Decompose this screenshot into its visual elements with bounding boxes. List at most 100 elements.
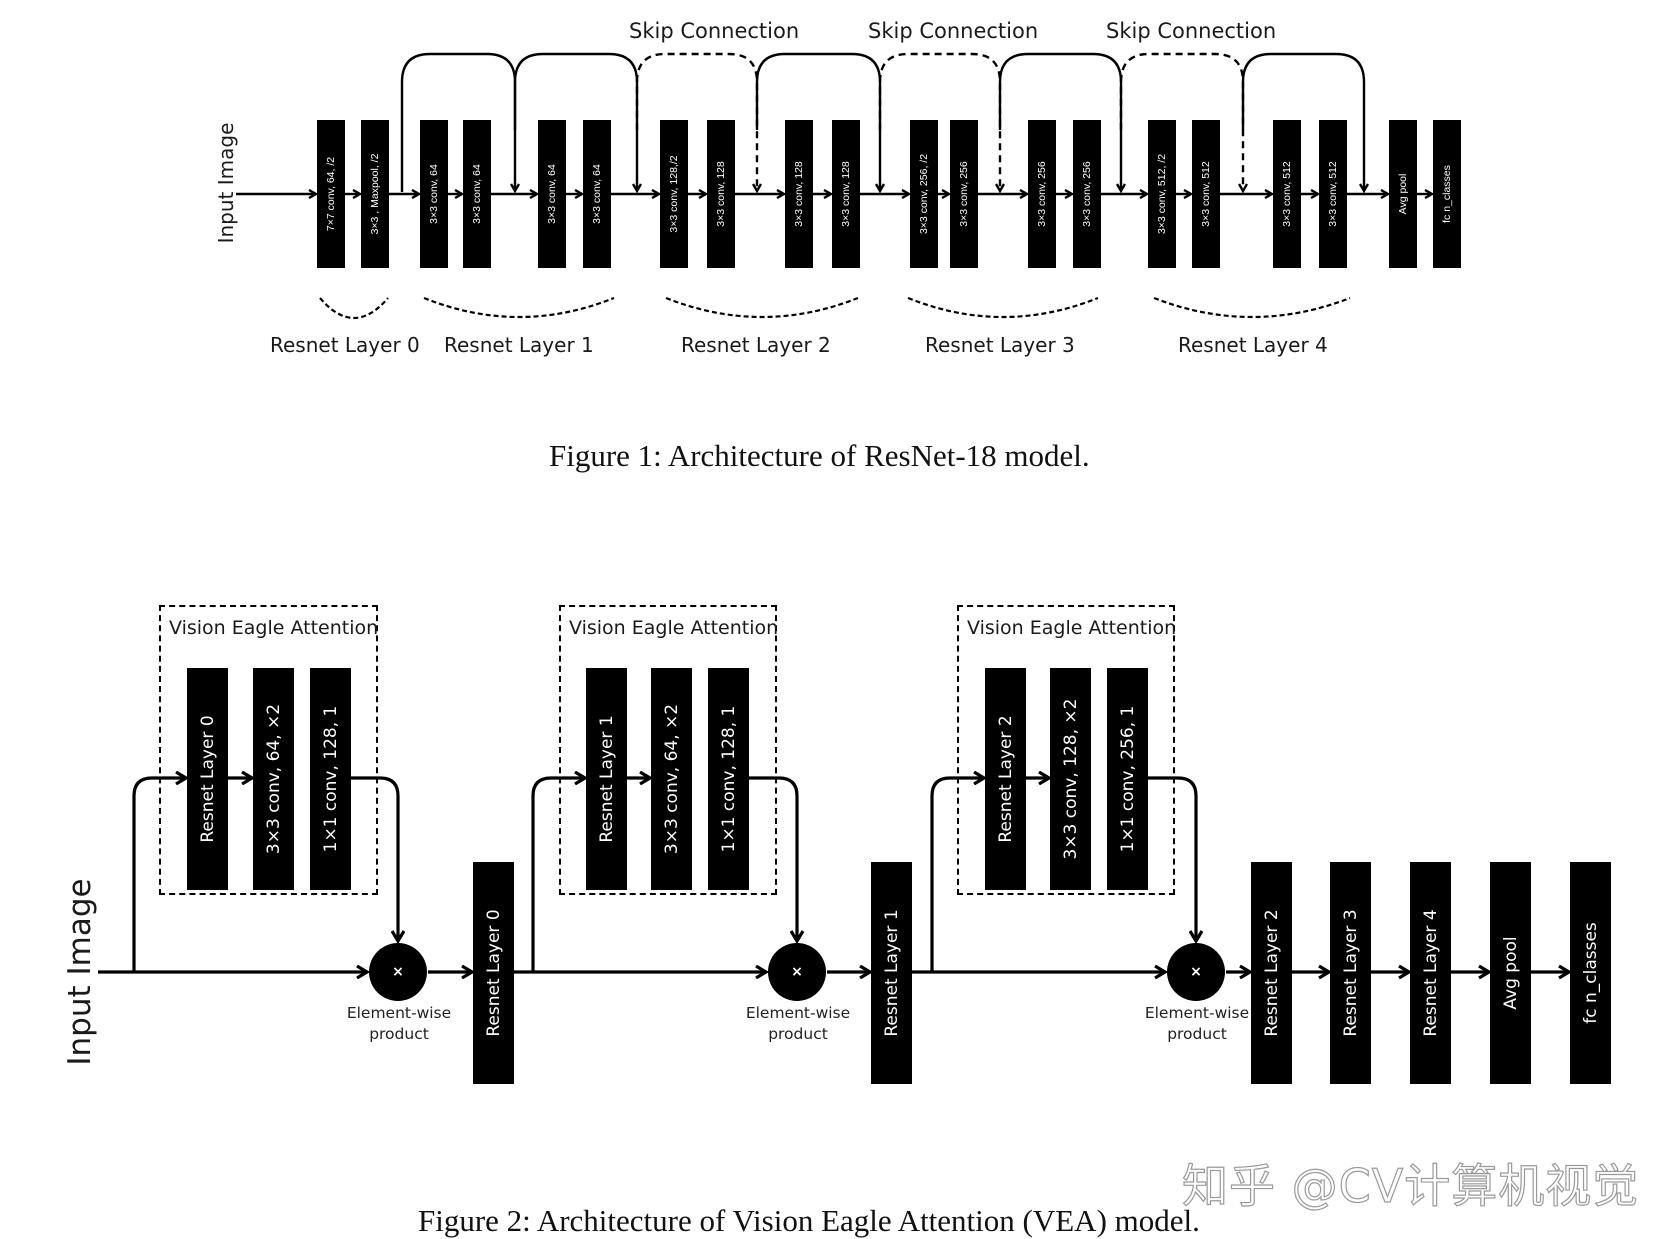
resnet18-block: 3×3 conv, 128 (785, 120, 813, 268)
block-label: 3×3 conv, 128 (793, 161, 805, 227)
block-label: 3×3 conv, 64, ×2 (263, 703, 284, 855)
skip-connection-arc (878, 52, 1000, 191)
vea-block: Resnet Layer 0 (187, 668, 228, 890)
block-label: Resnet Layer 4 (1420, 909, 1441, 1037)
resnet18-block: 3×3 conv, 512, /2 (1148, 120, 1176, 268)
multiply-icon: × (392, 964, 404, 980)
layer-group-bracket (423, 296, 615, 319)
block-label: Resnet Layer 0 (483, 909, 504, 1037)
block-label: 3×3 conv, 64, ×2 (661, 703, 682, 855)
resnet18-block: 7×7 conv, 64, /2 (317, 120, 345, 268)
resnet18-block: 3×3 conv, 256 (950, 120, 978, 268)
resnet-layer-2-label: Resnet Layer 2 (681, 333, 831, 357)
block-label: 3×3 conv, 512, /2 (1156, 153, 1168, 235)
block-label: Resnet Layer 2 (995, 715, 1016, 843)
skip-connection-arc (513, 52, 637, 191)
vea-block: 1×1 conv, 128, 1 (310, 668, 351, 890)
layer-group-bracket (907, 296, 1099, 319)
layer-group-bracket (319, 297, 389, 320)
tail-block: fc n_classes (1570, 862, 1611, 1084)
resnet-layer-1-label: Resnet Layer 1 (444, 333, 594, 357)
block-label: Avg pool (1500, 936, 1521, 1010)
resnet18-block: 3×3 conv, 512 (1273, 120, 1301, 268)
vea-block: 3×3 conv, 64, ×2 (651, 668, 692, 890)
skip-connection-arc (755, 52, 880, 191)
skip-connection-arc (635, 52, 757, 191)
tail-block: Resnet Layer 4 (1410, 862, 1451, 1084)
resnet18-block: 3×3 conv, 128,/2 (660, 120, 688, 268)
figure-2-caption: Figure 2: Architecture of Vision Eagle A… (418, 1203, 1200, 1238)
resnet18-block: 3×3 conv, 64 (538, 120, 566, 268)
resnet-layer-3-label: Resnet Layer 3 (925, 333, 1075, 357)
block-label: 3×3 conv, 512 (1200, 161, 1212, 227)
element-wise-product-label: Element-wise product (718, 1003, 878, 1045)
multiply-icon: × (791, 964, 803, 980)
vea-module-title: Vision Eagle Attention (569, 617, 779, 639)
block-label: 3×3 , Maxpool, /2 (369, 153, 381, 235)
watermark: 知乎 @CV计算机视觉 (1181, 1158, 1640, 1213)
block-label: Resnet Layer 3 (1340, 909, 1361, 1037)
resnet18-block: 3×3 conv, 64 (583, 120, 611, 268)
block-label: 3×3 conv, 64 (546, 164, 558, 224)
vea-block: Resnet Layer 1 (586, 668, 627, 890)
vea-block: 3×3 conv, 64, ×2 (253, 668, 294, 890)
element-wise-product-label: Element-wise product (319, 1003, 479, 1045)
block-label: Resnet Layer 1 (881, 909, 902, 1037)
skip-connection-arc (1119, 52, 1243, 191)
vea-block: 3×3 conv, 128, ×2 (1050, 668, 1091, 890)
product-label-line-1: Element-wise (745, 1004, 851, 1022)
resnet18-block: 3×3 conv, 512 (1319, 120, 1347, 268)
vea-module-3: Vision Eagle Attention (957, 605, 1177, 895)
block-label: 3×3 conv, 256, /2 (918, 153, 930, 235)
resnet-layer-4-label: Resnet Layer 4 (1178, 333, 1328, 357)
block-label: 3×3 conv, 256 (958, 161, 970, 227)
resnet-layer-block: Resnet Layer 0 (473, 862, 514, 1084)
block-label: 3×3 conv, 64 (428, 164, 440, 224)
vea-block: Resnet Layer 2 (985, 668, 1026, 890)
multiply-icon: × (1190, 964, 1202, 980)
input-image-label: Input Image (62, 878, 98, 1066)
attention-branch (930, 778, 984, 972)
attention-output-arrow (749, 776, 797, 941)
vea-module-2: Vision Eagle Attention (559, 605, 779, 895)
element-wise-product-label: Element-wise product (1117, 1003, 1277, 1045)
element-wise-product-node: × (369, 943, 427, 1001)
attention-output-arrow (351, 776, 398, 941)
block-label: 1×1 conv, 128, 1 (320, 705, 341, 853)
block-label: fc n_classes (1441, 165, 1453, 223)
product-label-line-2: product (768, 1025, 828, 1043)
block-label: 3×3 conv, 128,/2 (668, 155, 680, 233)
tail-block: Resnet Layer 3 (1330, 862, 1371, 1084)
resnet18-block: 3×3 conv, 256 (1028, 120, 1056, 268)
resnet-layer-block: Resnet Layer 1 (871, 862, 912, 1084)
block-label: 3×3 conv, 64 (471, 164, 483, 224)
layer-group-bracket (1153, 296, 1351, 319)
product-label-line-2: product (1167, 1025, 1227, 1043)
skip-connection-label: Skip Connection (629, 19, 800, 43)
resnet18-block: 3×3 , Maxpool, /2 (361, 120, 389, 268)
attention-output-arrow (1148, 776, 1196, 941)
resnet18-block: 3×3 conv, 256 (1073, 120, 1101, 268)
block-label: fc n_classes (1580, 922, 1601, 1024)
block-label: Avg pool (1397, 173, 1409, 215)
block-label: 1×1 conv, 256, 1 (1117, 705, 1138, 853)
block-label: 3×3 conv, 128 (715, 161, 727, 227)
tail-block: Avg pool (1490, 862, 1531, 1084)
input-image-label: Input Image (214, 122, 238, 244)
skip-connection-arc (1241, 52, 1364, 191)
attention-branch (531, 778, 585, 972)
resnet18-block: 3×3 conv, 64 (420, 120, 448, 268)
block-label: Resnet Layer 1 (596, 715, 617, 843)
block-label: 3×3 conv, 512 (1281, 161, 1293, 227)
block-label: 3×3 conv, 128 (840, 161, 852, 227)
resnet18-block: Avg pool (1389, 120, 1417, 268)
resnet18-block: fc n_classes (1433, 120, 1461, 268)
block-label: 3×3 conv, 256 (1036, 161, 1048, 227)
vea-block: 1×1 conv, 128, 1 (708, 668, 749, 890)
vea-module-title: Vision Eagle Attention (967, 617, 1177, 639)
resnet-layer-0-label: Resnet Layer 0 (270, 333, 420, 357)
block-label: 7×7 conv, 64, /2 (325, 156, 337, 232)
element-wise-product-node: × (1167, 943, 1225, 1001)
block-label: 3×3 conv, 128, ×2 (1060, 698, 1081, 860)
